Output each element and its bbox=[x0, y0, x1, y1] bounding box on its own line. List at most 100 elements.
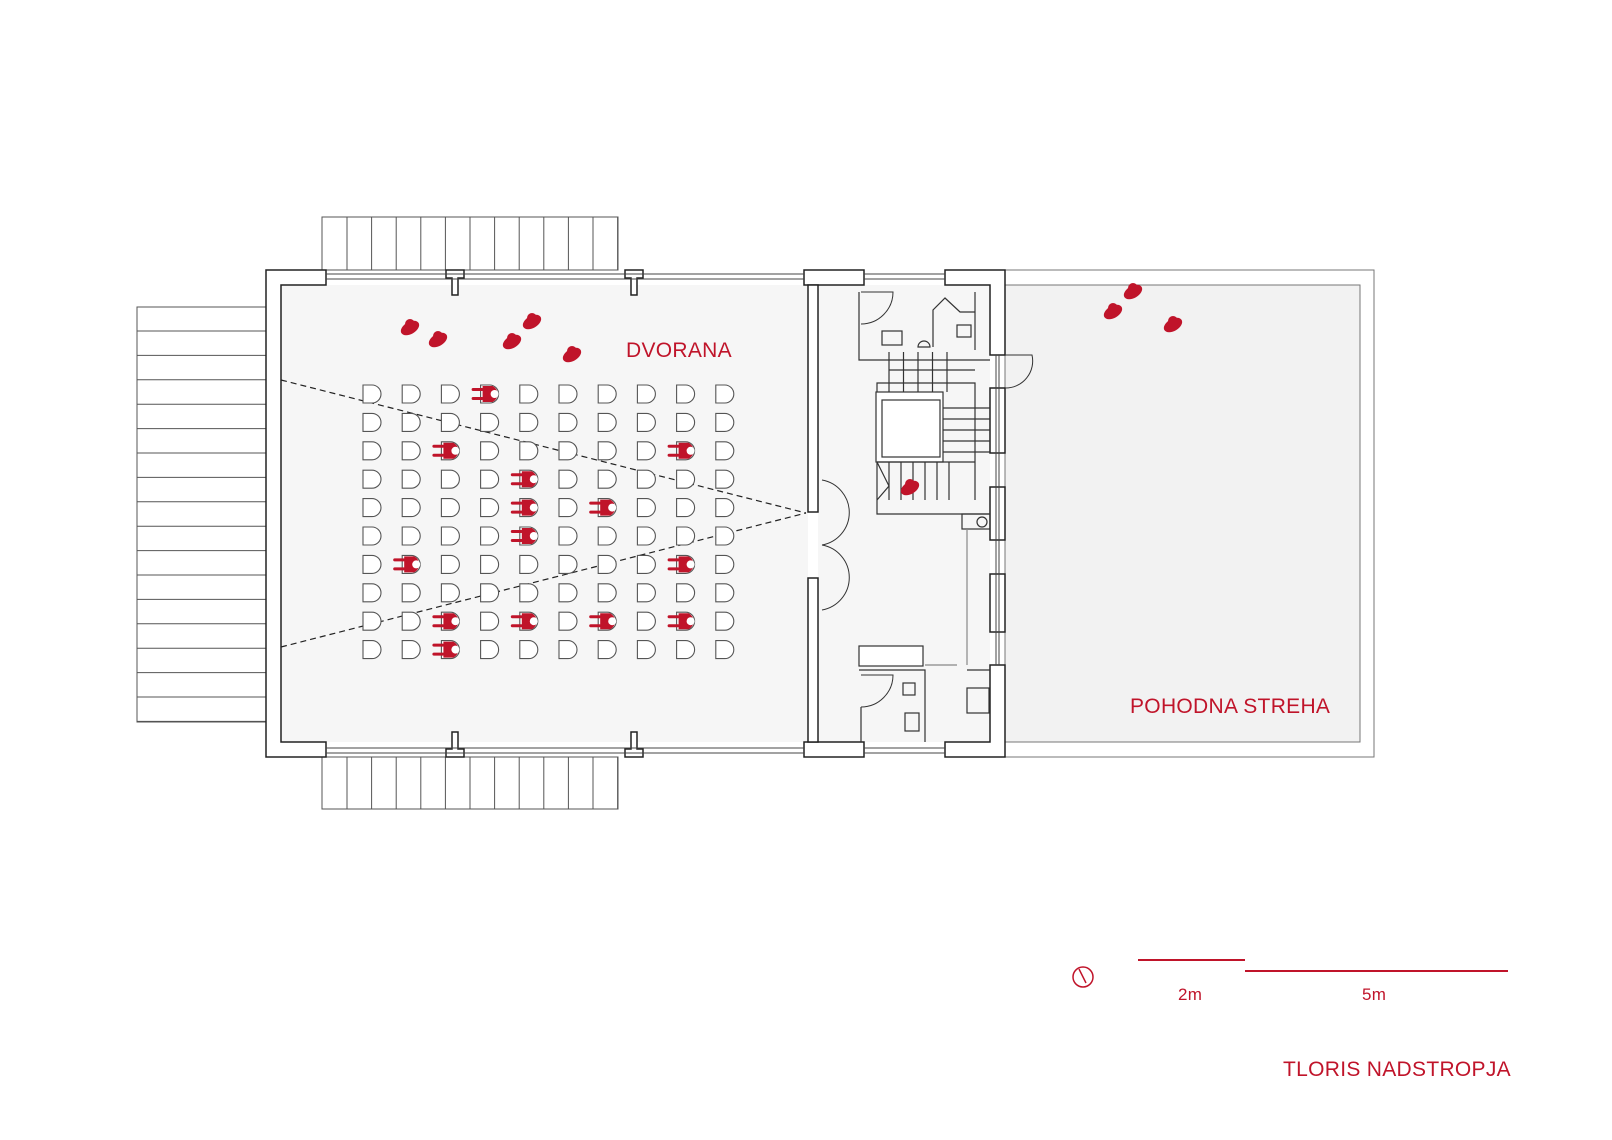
toilet bbox=[917, 340, 931, 348]
seat bbox=[676, 640, 696, 660]
seat bbox=[401, 526, 421, 546]
seat bbox=[362, 526, 382, 546]
service-core bbox=[858, 292, 991, 742]
seat bbox=[636, 554, 656, 574]
standing-person bbox=[1103, 303, 1123, 320]
seat bbox=[597, 441, 617, 461]
seat bbox=[636, 526, 656, 546]
seat bbox=[558, 583, 578, 603]
room-label-hall: DVORANA bbox=[626, 339, 732, 362]
seat bbox=[401, 412, 421, 432]
room-label-roof: POHODNA STREHA bbox=[1130, 695, 1331, 718]
seat bbox=[676, 583, 696, 603]
seat bbox=[362, 384, 382, 404]
wall-pier bbox=[989, 486, 1006, 541]
seat bbox=[440, 412, 460, 432]
seat bbox=[558, 469, 578, 489]
seat bbox=[519, 441, 539, 461]
people bbox=[393, 283, 1183, 658]
hall-door-right[interactable] bbox=[821, 544, 850, 611]
seat bbox=[715, 526, 735, 546]
standing-person bbox=[1163, 316, 1183, 333]
seat bbox=[558, 554, 578, 574]
seat bbox=[519, 384, 539, 404]
seat bbox=[636, 469, 656, 489]
seat bbox=[597, 640, 617, 660]
seat bbox=[715, 498, 735, 518]
seat bbox=[597, 412, 617, 432]
seat bbox=[440, 384, 460, 404]
seated-person bbox=[510, 613, 538, 630]
seat bbox=[362, 441, 382, 461]
seat bbox=[401, 640, 421, 660]
standing-person bbox=[1123, 283, 1143, 300]
wall-block bbox=[803, 269, 865, 286]
seat bbox=[440, 526, 460, 546]
seat bbox=[362, 412, 382, 432]
seat bbox=[597, 384, 617, 404]
seat bbox=[480, 469, 500, 489]
terrace-door[interactable] bbox=[1004, 354, 1034, 389]
seat bbox=[715, 554, 735, 574]
seat bbox=[440, 583, 460, 603]
partition-wall bbox=[807, 577, 819, 743]
seat bbox=[597, 583, 617, 603]
seat bbox=[401, 384, 421, 404]
seat bbox=[401, 498, 421, 518]
seat bbox=[480, 583, 500, 603]
drawing-title: TLORIS NADSTROPJA bbox=[1283, 1058, 1511, 1081]
seat bbox=[676, 384, 696, 404]
seat bbox=[597, 526, 617, 546]
seat bbox=[636, 583, 656, 603]
wc-door-bottom[interactable] bbox=[860, 674, 894, 708]
seated-person bbox=[667, 442, 695, 459]
hall-door-left[interactable] bbox=[821, 479, 850, 546]
wall-block bbox=[803, 741, 865, 758]
wc-door-top[interactable] bbox=[860, 291, 894, 325]
scale-bar bbox=[1138, 959, 1508, 972]
seat bbox=[401, 583, 421, 603]
seat bbox=[480, 498, 500, 518]
balconies bbox=[136, 216, 619, 810]
seat bbox=[480, 554, 500, 574]
toilet-tank bbox=[956, 324, 972, 338]
seat bbox=[715, 611, 735, 631]
doors[interactable] bbox=[821, 291, 1034, 708]
seat bbox=[636, 441, 656, 461]
seat bbox=[558, 498, 578, 518]
seat bbox=[362, 498, 382, 518]
seat bbox=[715, 441, 735, 461]
pilaster bbox=[624, 731, 644, 758]
pilaster bbox=[445, 731, 465, 758]
seat bbox=[636, 412, 656, 432]
scale-label-2m: 2m bbox=[1178, 985, 1203, 1004]
seat bbox=[401, 469, 421, 489]
wall-pier bbox=[989, 387, 1006, 454]
seat bbox=[715, 583, 735, 603]
seat bbox=[440, 469, 460, 489]
seat bbox=[519, 583, 539, 603]
seat bbox=[558, 640, 578, 660]
seated-person bbox=[432, 442, 460, 459]
seat bbox=[401, 441, 421, 461]
standing-person bbox=[428, 331, 448, 348]
pilaster bbox=[445, 269, 465, 296]
seat bbox=[558, 611, 578, 631]
seat bbox=[440, 554, 460, 574]
seat bbox=[480, 412, 500, 432]
seated-person bbox=[510, 499, 538, 516]
seat bbox=[636, 611, 656, 631]
wall-block bbox=[944, 269, 1006, 356]
seat bbox=[362, 583, 382, 603]
seated-person bbox=[471, 386, 499, 402]
roof-terrace bbox=[1004, 284, 1361, 743]
seat bbox=[519, 412, 539, 432]
standing-person bbox=[502, 333, 522, 350]
seat bbox=[480, 640, 500, 660]
seat bbox=[558, 526, 578, 546]
sink bbox=[881, 330, 903, 346]
seat bbox=[597, 554, 617, 574]
seated-person bbox=[510, 471, 538, 488]
seat bbox=[558, 441, 578, 461]
